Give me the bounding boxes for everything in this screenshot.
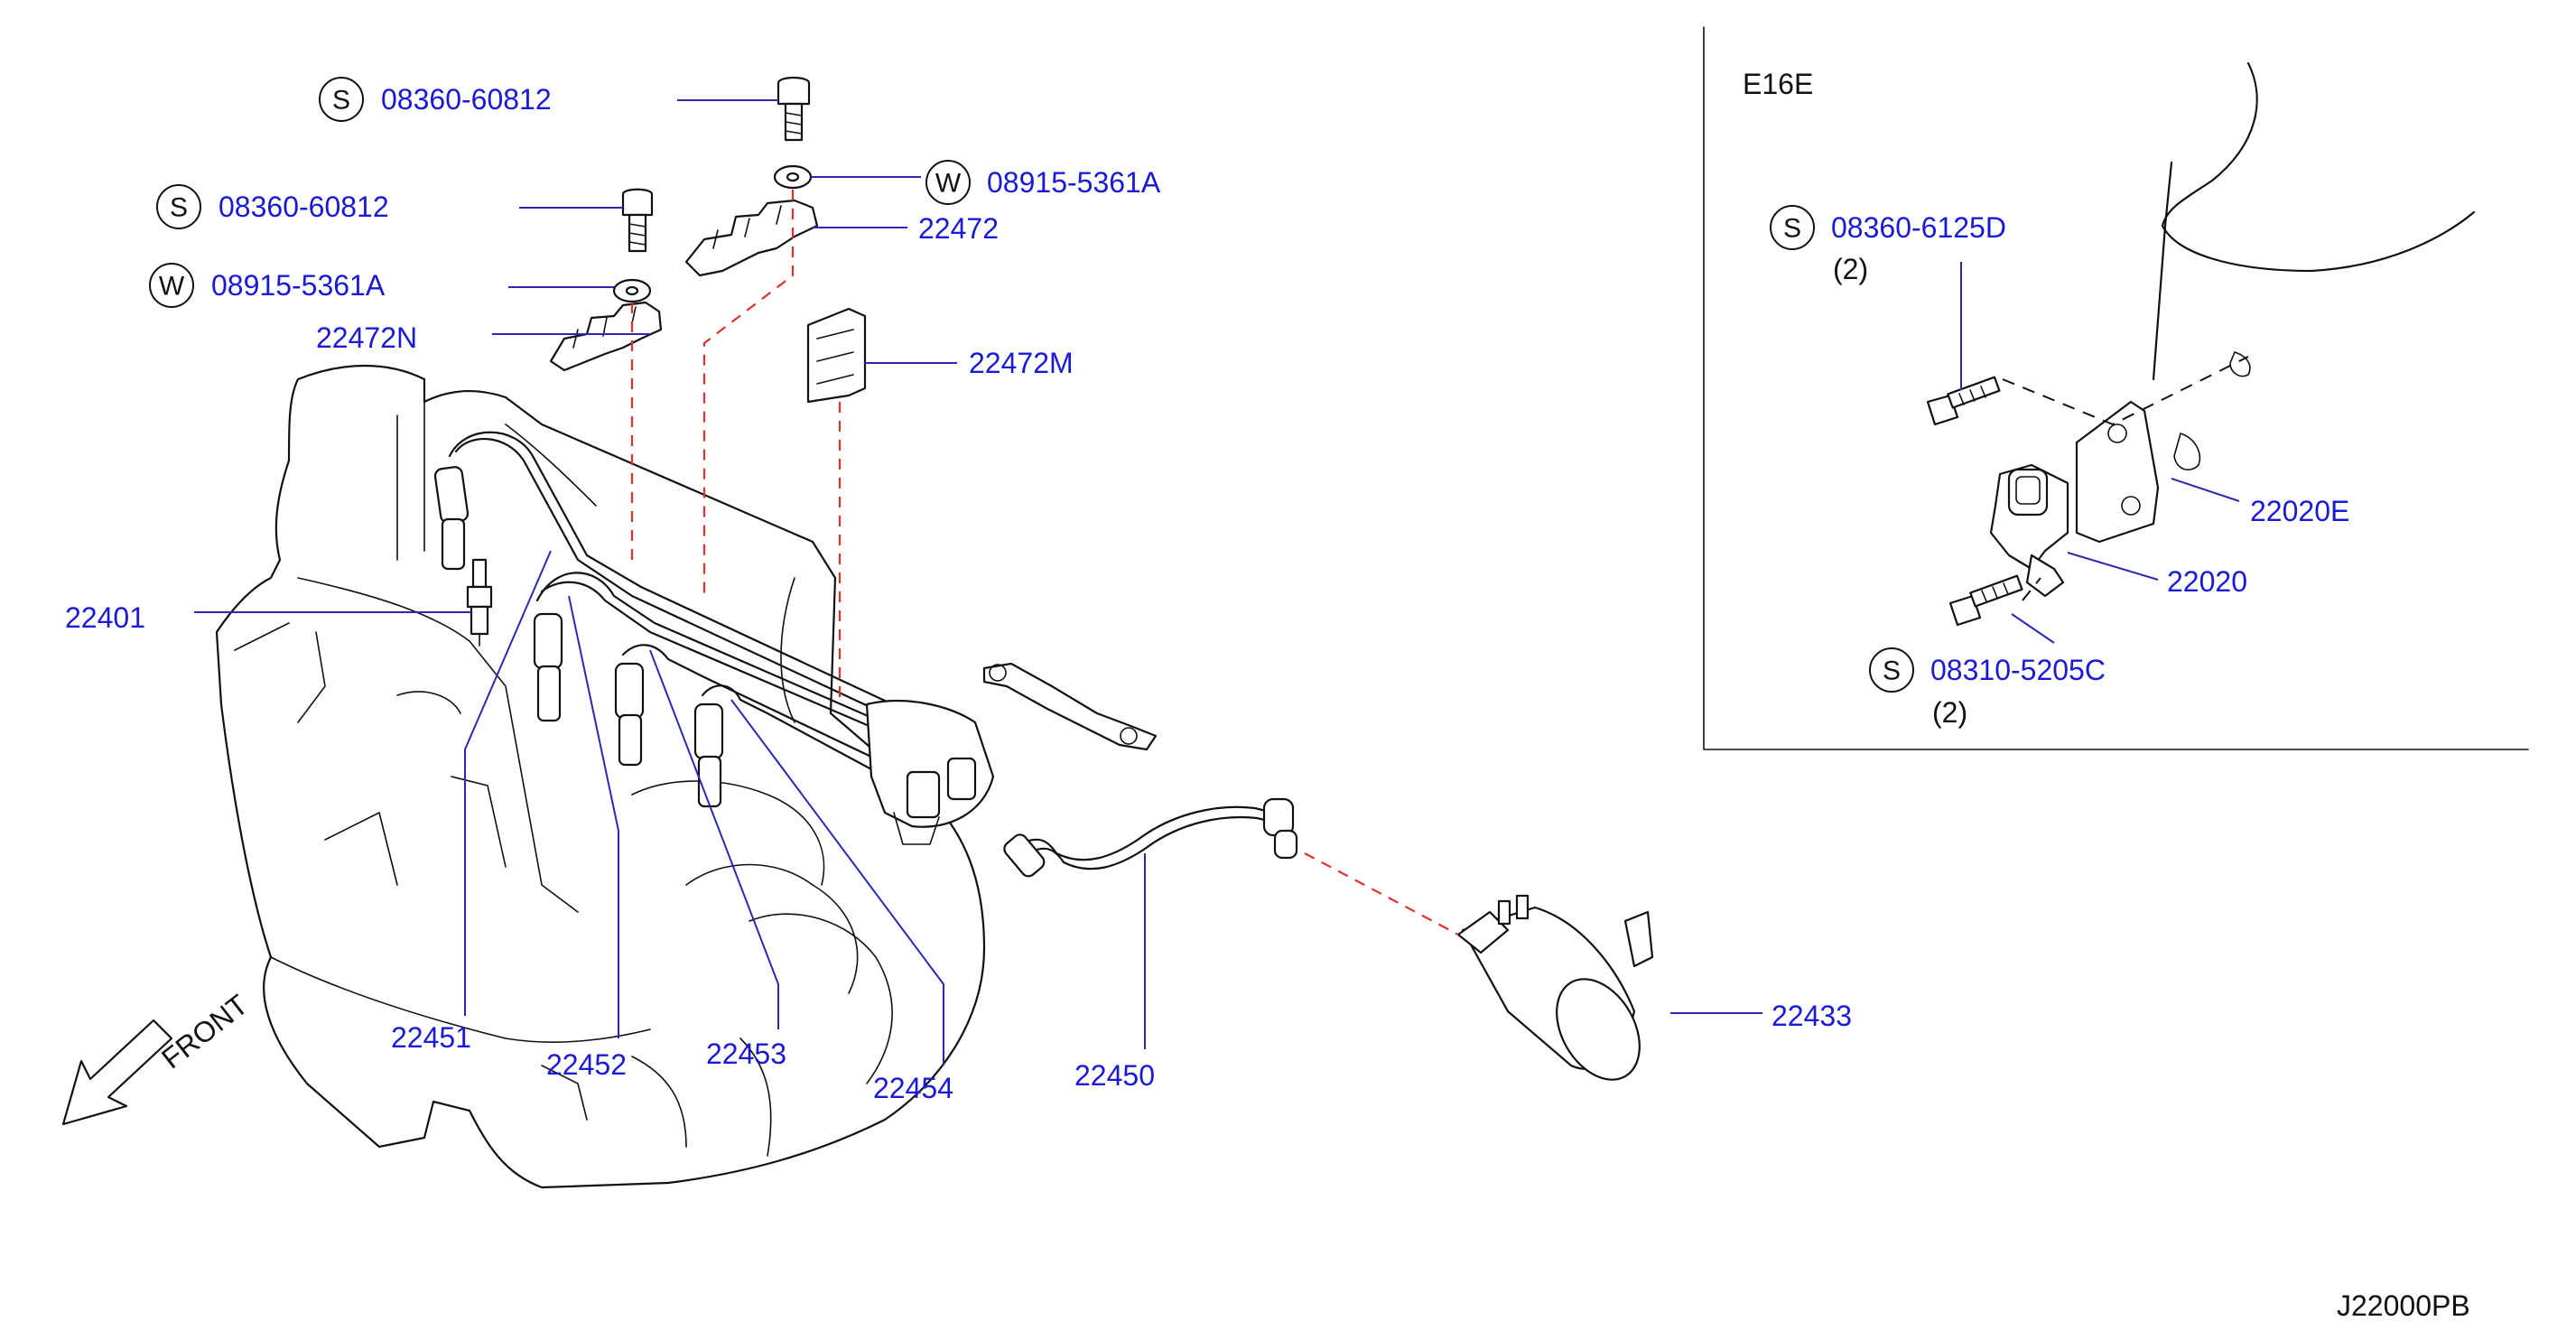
callout-washer-top: W 08915-5361A [811,160,1161,205]
callout-prefix: S [1883,656,1901,686]
callout-prefix: W [935,169,962,199]
part-number-label: 08915-5361A [211,269,386,302]
front-label: FRONT [155,988,254,1075]
front-arrow: FRONT [61,988,254,1126]
part-number-label: 22472N [316,321,417,354]
part-number-label: 08310-5205C [1930,654,2106,686]
callout-prefix: W [159,272,185,302]
inset-callout-08360-6125D: S 08360-6125D (2) [1770,205,2006,390]
part-number-label: 08360-60812 [381,83,552,116]
callout-prefix: S [332,86,350,116]
callout-prefix: S [170,193,188,223]
inset-bolt-top-part [1926,376,2001,426]
callout-bolt-left: S 08360-60812 [156,184,623,229]
clamp-22472-part [684,199,819,277]
callout-22472N: 22472N [316,321,650,354]
ignition-cables [433,431,995,845]
assembly-guide-lines [630,190,1459,935]
bolt-left-part [621,188,654,253]
part-number-label: 22453 [706,1038,786,1070]
callout-bolt-top: S 08360-60812 [319,77,778,122]
part-number-label: 22452 [546,1048,627,1081]
callout-22450: 22450 [1074,853,1155,1092]
part-number-label: 08360-6125D [1831,211,2006,244]
part-number-label: 22020 [2167,565,2247,598]
spark-plug [466,558,493,647]
part-number-label: 22401 [65,601,145,634]
callout-22472M: 22472M [865,347,1074,379]
callout-22472: 22472 [813,212,999,245]
washer-left-part [612,278,652,303]
ignition-coil-part [1456,894,1654,1081]
part-number-label: 22472 [918,212,999,245]
part-number-label: 22454 [873,1072,953,1104]
part-number-label: 08360-60812 [219,191,389,223]
part-number-label: 22451 [391,1021,471,1054]
inset-callout-08310-5205C: S 08310-5205C (2) [1869,613,2106,729]
diagram-code: J22000PB [2337,1289,2470,1322]
inset-panel: E16E S 08360- [1703,26,2529,750]
quantity-label: (2) [1833,253,1868,285]
loose-clamp-part [982,662,1158,751]
part-number-label: 22472M [969,347,1074,379]
callout-22454: 22454 [730,699,953,1104]
part-number-label: 08915-5361A [987,166,1161,199]
inset-callout-22020: 22020 [2067,552,2247,598]
inset-callout-22020E: 22020E [2171,478,2349,527]
bolt-top-part [777,76,811,142]
callout-22433: 22433 [1670,1000,1852,1032]
callout-22452: 22452 [546,595,627,1081]
callout-22453: 22453 [649,649,786,1070]
coil-cable-part [1003,797,1298,878]
clamp-22472N-part [549,301,663,372]
inset-bolt-bottom-part [1948,574,2023,627]
engine-block [215,364,986,1189]
quantity-label: (2) [1932,696,1967,729]
inset-title: E16E [1743,68,1813,100]
callout-prefix: S [1783,214,1801,244]
part-number-label: 22020E [2250,495,2349,527]
callout-washer-left: W 08915-5361A [149,263,614,308]
part-number-label: 22450 [1074,1059,1155,1092]
part-number-label: 22433 [1772,1000,1852,1032]
washer-top-part [773,164,813,190]
callout-22401: 22401 [65,601,471,634]
clamp-22472M-part [806,307,867,404]
callout-22451: 22451 [391,550,552,1054]
